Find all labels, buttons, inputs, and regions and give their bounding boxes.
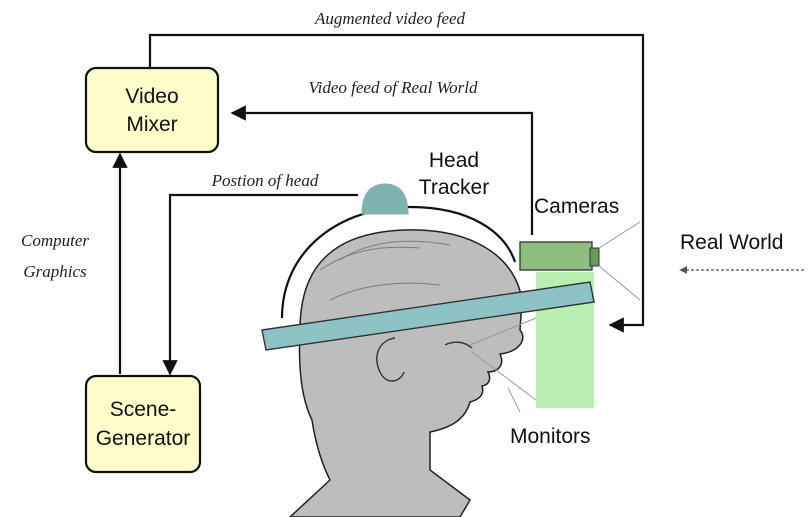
video-mixer-label-line2: Mixer bbox=[126, 113, 177, 136]
head-position-line bbox=[162, 193, 358, 376]
video-mixer-label-line1: Video bbox=[125, 85, 178, 108]
camera-view-line-upper bbox=[598, 221, 641, 249]
video-mixer-box bbox=[84, 66, 220, 154]
camera-body bbox=[519, 241, 593, 271]
position-of-head-label: Postion of head bbox=[211, 171, 319, 190]
real-world-label: Real World bbox=[680, 231, 783, 254]
real-world-feed-line bbox=[230, 105, 534, 235]
augmented-video-feed-label: Augmented video feed bbox=[314, 9, 466, 28]
camera-lens bbox=[589, 247, 600, 267]
monitor-view-line-upper bbox=[469, 317, 537, 346]
head-tracker-label-line2: Tracker bbox=[419, 176, 489, 199]
video-feed-real-world-label: Video feed of Real World bbox=[308, 78, 478, 97]
visor-bar bbox=[261, 281, 595, 351]
monitors-pointer-line bbox=[507, 387, 521, 413]
monitors-label: Monitors bbox=[510, 425, 591, 448]
computer-graphics-label-line1: Computer bbox=[21, 231, 89, 250]
scene-generator-box bbox=[84, 374, 202, 474]
head-tracker-label-line1: Head bbox=[429, 149, 479, 172]
head-tracker-device bbox=[361, 183, 409, 215]
camera-view-line-lower bbox=[598, 265, 641, 301]
scene-generator-label-line2: Generator bbox=[96, 427, 191, 450]
augmented-feed-line bbox=[148, 33, 645, 333]
scene-generator-label-line1: Scene- bbox=[110, 398, 177, 421]
monitor-view-line-lower bbox=[471, 351, 537, 401]
cameras-label: Cameras bbox=[534, 195, 619, 218]
computer-graphics-label-line2: Graphics bbox=[23, 262, 87, 281]
head-illustration bbox=[288, 229, 524, 517]
